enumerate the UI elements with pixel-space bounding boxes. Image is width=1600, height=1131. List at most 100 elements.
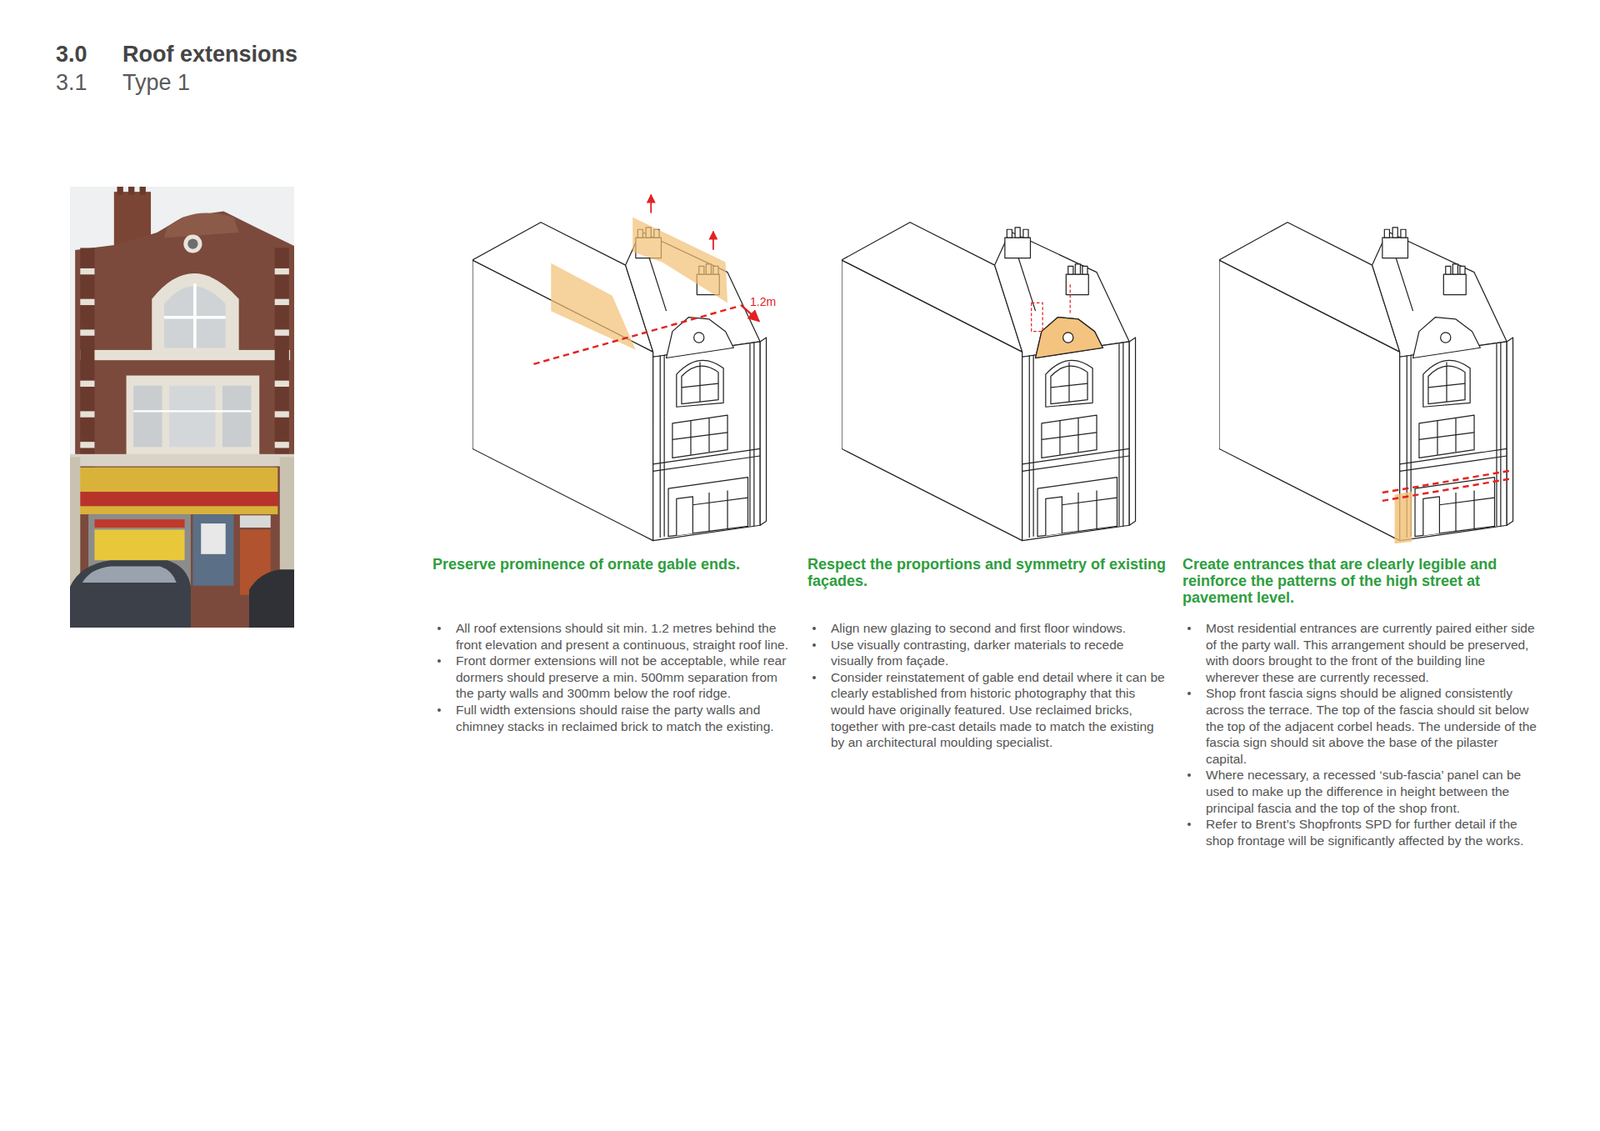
illustration-part [275,441,290,448]
illustration-part [80,350,290,360]
illustration-part [275,380,290,387]
bullet-text: Refer to Brent’s Shopfronts SPD for furt… [1205,815,1541,849]
bullet-list: All roof extensions should sit min. 1.2 … [432,620,793,735]
bullet-item: Refer to Brent’s Shopfronts SPD for furt… [1182,815,1541,849]
bullet-text: Align new glazing to second and first fl… [830,620,1166,637]
bullet-dot [812,643,816,647]
dimension-label: 1.2m [749,295,777,309]
illustration-part [80,329,95,335]
guideline-heading: Preserve prominence of ornate gable ends… [432,555,793,573]
bullet-item: Front dormer extensions will not be acce… [432,652,791,702]
illustration-part [275,268,290,275]
illustration-part [200,523,225,555]
bullet-text: All roof extensions should sit min. 1.2 … [455,620,791,653]
illustration-part [222,385,251,447]
bullet-text: Use visually contrasting, darker materia… [830,636,1166,670]
bullet-item: Where necessary, a recessed ‘sub-fascia’… [1182,766,1541,816]
bullet-dot [1187,773,1191,777]
illustration-part [632,217,728,304]
illustration-part [70,186,295,628]
illustration-part [533,305,740,365]
illustration-part [70,560,191,628]
bullet-text: Full width extensions should raise the p… [455,701,791,735]
illustration-part [275,299,290,305]
illustration-part [164,213,240,239]
page-title: Roof extensions [122,41,298,68]
bullet-item: All roof extensions should sit min. 1.2 … [432,620,791,653]
illustration-part [1063,332,1074,343]
illustration-part [1395,491,1413,544]
illustration-part [712,231,715,250]
illustration-part [275,410,290,417]
illustration-part [133,410,251,412]
illustration-part [78,467,279,492]
illustration-part [80,247,95,467]
illustration-part [70,454,295,467]
illustration-part [94,529,185,560]
illustration-part [126,375,260,456]
bullet-dot [437,626,441,630]
illustration-part [187,238,198,249]
bullet-item: Most residential entrances are currently… [1182,620,1541,685]
bullet-item: Shop front fascia signs should be aligne… [1182,685,1541,767]
illustration-part [275,247,290,467]
guideline-heading: Respect the proportions and symmetry of … [807,555,1168,590]
facade-proportion-drawing [841,188,1138,546]
roof-extension-drawing [472,188,769,546]
bullet-dot [1187,691,1191,695]
illustration-part [1219,222,1514,541]
bullet-item: Consider reinstatement of gable end deta… [807,669,1166,751]
bullet-text: Most residential entrances are currently… [1205,620,1541,685]
illustration-part [1382,478,1514,501]
bullet-item: Use visually contrasting, darker materia… [807,636,1166,670]
illustration-part [80,380,95,387]
bullet-text: Front dormer extensions will not be acce… [455,652,791,702]
subsection-number: 3.1 [55,70,88,96]
illustration-part [128,186,135,195]
illustration-part [78,505,279,515]
illustration-part [249,569,295,628]
bullet-list: Most residential entrances are currently… [1182,620,1543,849]
illustration-part [192,514,234,586]
illustration-part [650,195,652,214]
bullet-dot [437,708,441,712]
illustration-part [1070,284,1071,315]
bullet-list: Align new glazing to second and first fl… [807,620,1168,751]
illustration-part [841,222,1136,541]
illustration-part [151,273,239,350]
bullet-text: Consider reinstatement of gable end deta… [830,669,1166,751]
bullet-dot [437,659,441,663]
building-photo [70,186,295,628]
illustration-part [80,268,95,275]
illustration-part [117,186,124,195]
illustration-part [80,410,95,417]
illustration-part [80,299,95,305]
illustration-part [1035,317,1104,359]
illustration-part [164,315,226,320]
illustration-part [82,566,177,584]
illustration-part [94,519,185,528]
bullet-text: Where necessary, a recessed ‘sub-fascia’… [1205,766,1541,816]
illustration-part [169,385,215,447]
illustration-part [1031,302,1043,331]
section-number: 3.0 [55,41,88,68]
illustration-part [78,491,279,506]
bullet-item: Full width extensions should raise the p… [432,701,791,735]
illustration-part [240,515,271,528]
illustration-part [183,235,202,254]
bullet-dot [1187,822,1191,826]
guideline-heading: Create entrances that are clearly legibl… [1182,555,1543,606]
illustration-part [80,441,95,448]
entrance-drawing [1219,188,1515,546]
illustration-part [133,385,162,447]
illustration-part [550,263,636,350]
bullet-item: Align new glazing to second and first fl… [807,620,1166,637]
illustration-part [275,329,290,335]
illustration-part [140,186,146,195]
bullet-text: Shop front fascia signs should be aligne… [1205,685,1541,767]
subsection-title: Type 1 [122,70,190,96]
bullet-dot [812,626,816,630]
bullet-dot [812,675,816,680]
bullet-dot [1187,626,1191,630]
